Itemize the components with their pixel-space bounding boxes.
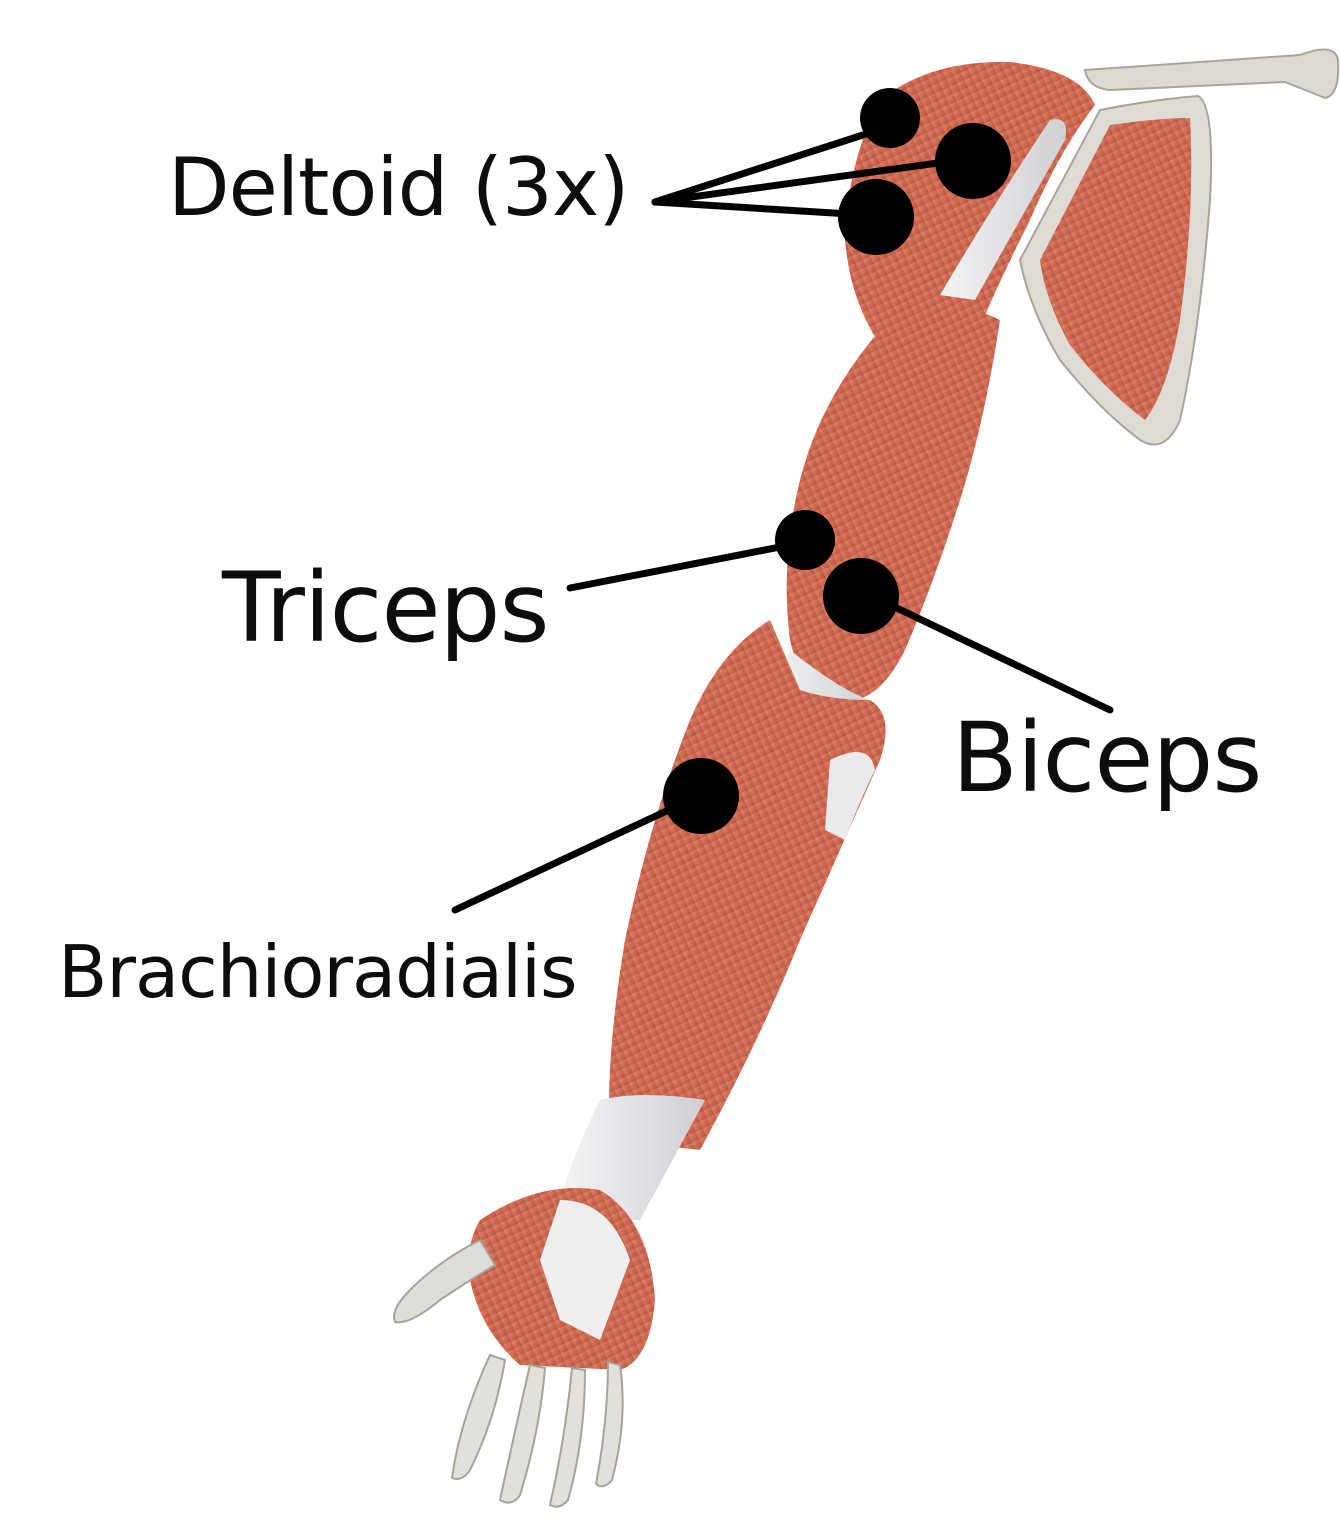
- deltoid-marker-2: [935, 123, 1011, 199]
- clavicle-bone: [1085, 50, 1338, 98]
- deltoid-pointer-line-3: [655, 202, 850, 214]
- deltoid-label: Deltoid (3x): [168, 148, 628, 228]
- triceps-label: Triceps: [222, 560, 548, 656]
- biceps-marker: [823, 558, 899, 634]
- deltoid-marker-3: [838, 179, 914, 255]
- deltoid-marker-1: [860, 88, 920, 148]
- forearm-muscle: [609, 620, 886, 1150]
- triceps-pointer-line: [570, 547, 780, 588]
- forearm-band: [825, 752, 875, 840]
- biceps-pointer-line: [880, 600, 1110, 710]
- deltoid-pointer-line-1: [655, 134, 866, 202]
- triceps-marker: [775, 510, 835, 570]
- fingers: [452, 1355, 623, 1507]
- brachioradialis-label: Brachioradialis: [58, 936, 576, 1008]
- brachioradialis-marker: [663, 758, 739, 834]
- biceps-label: Biceps: [952, 710, 1261, 806]
